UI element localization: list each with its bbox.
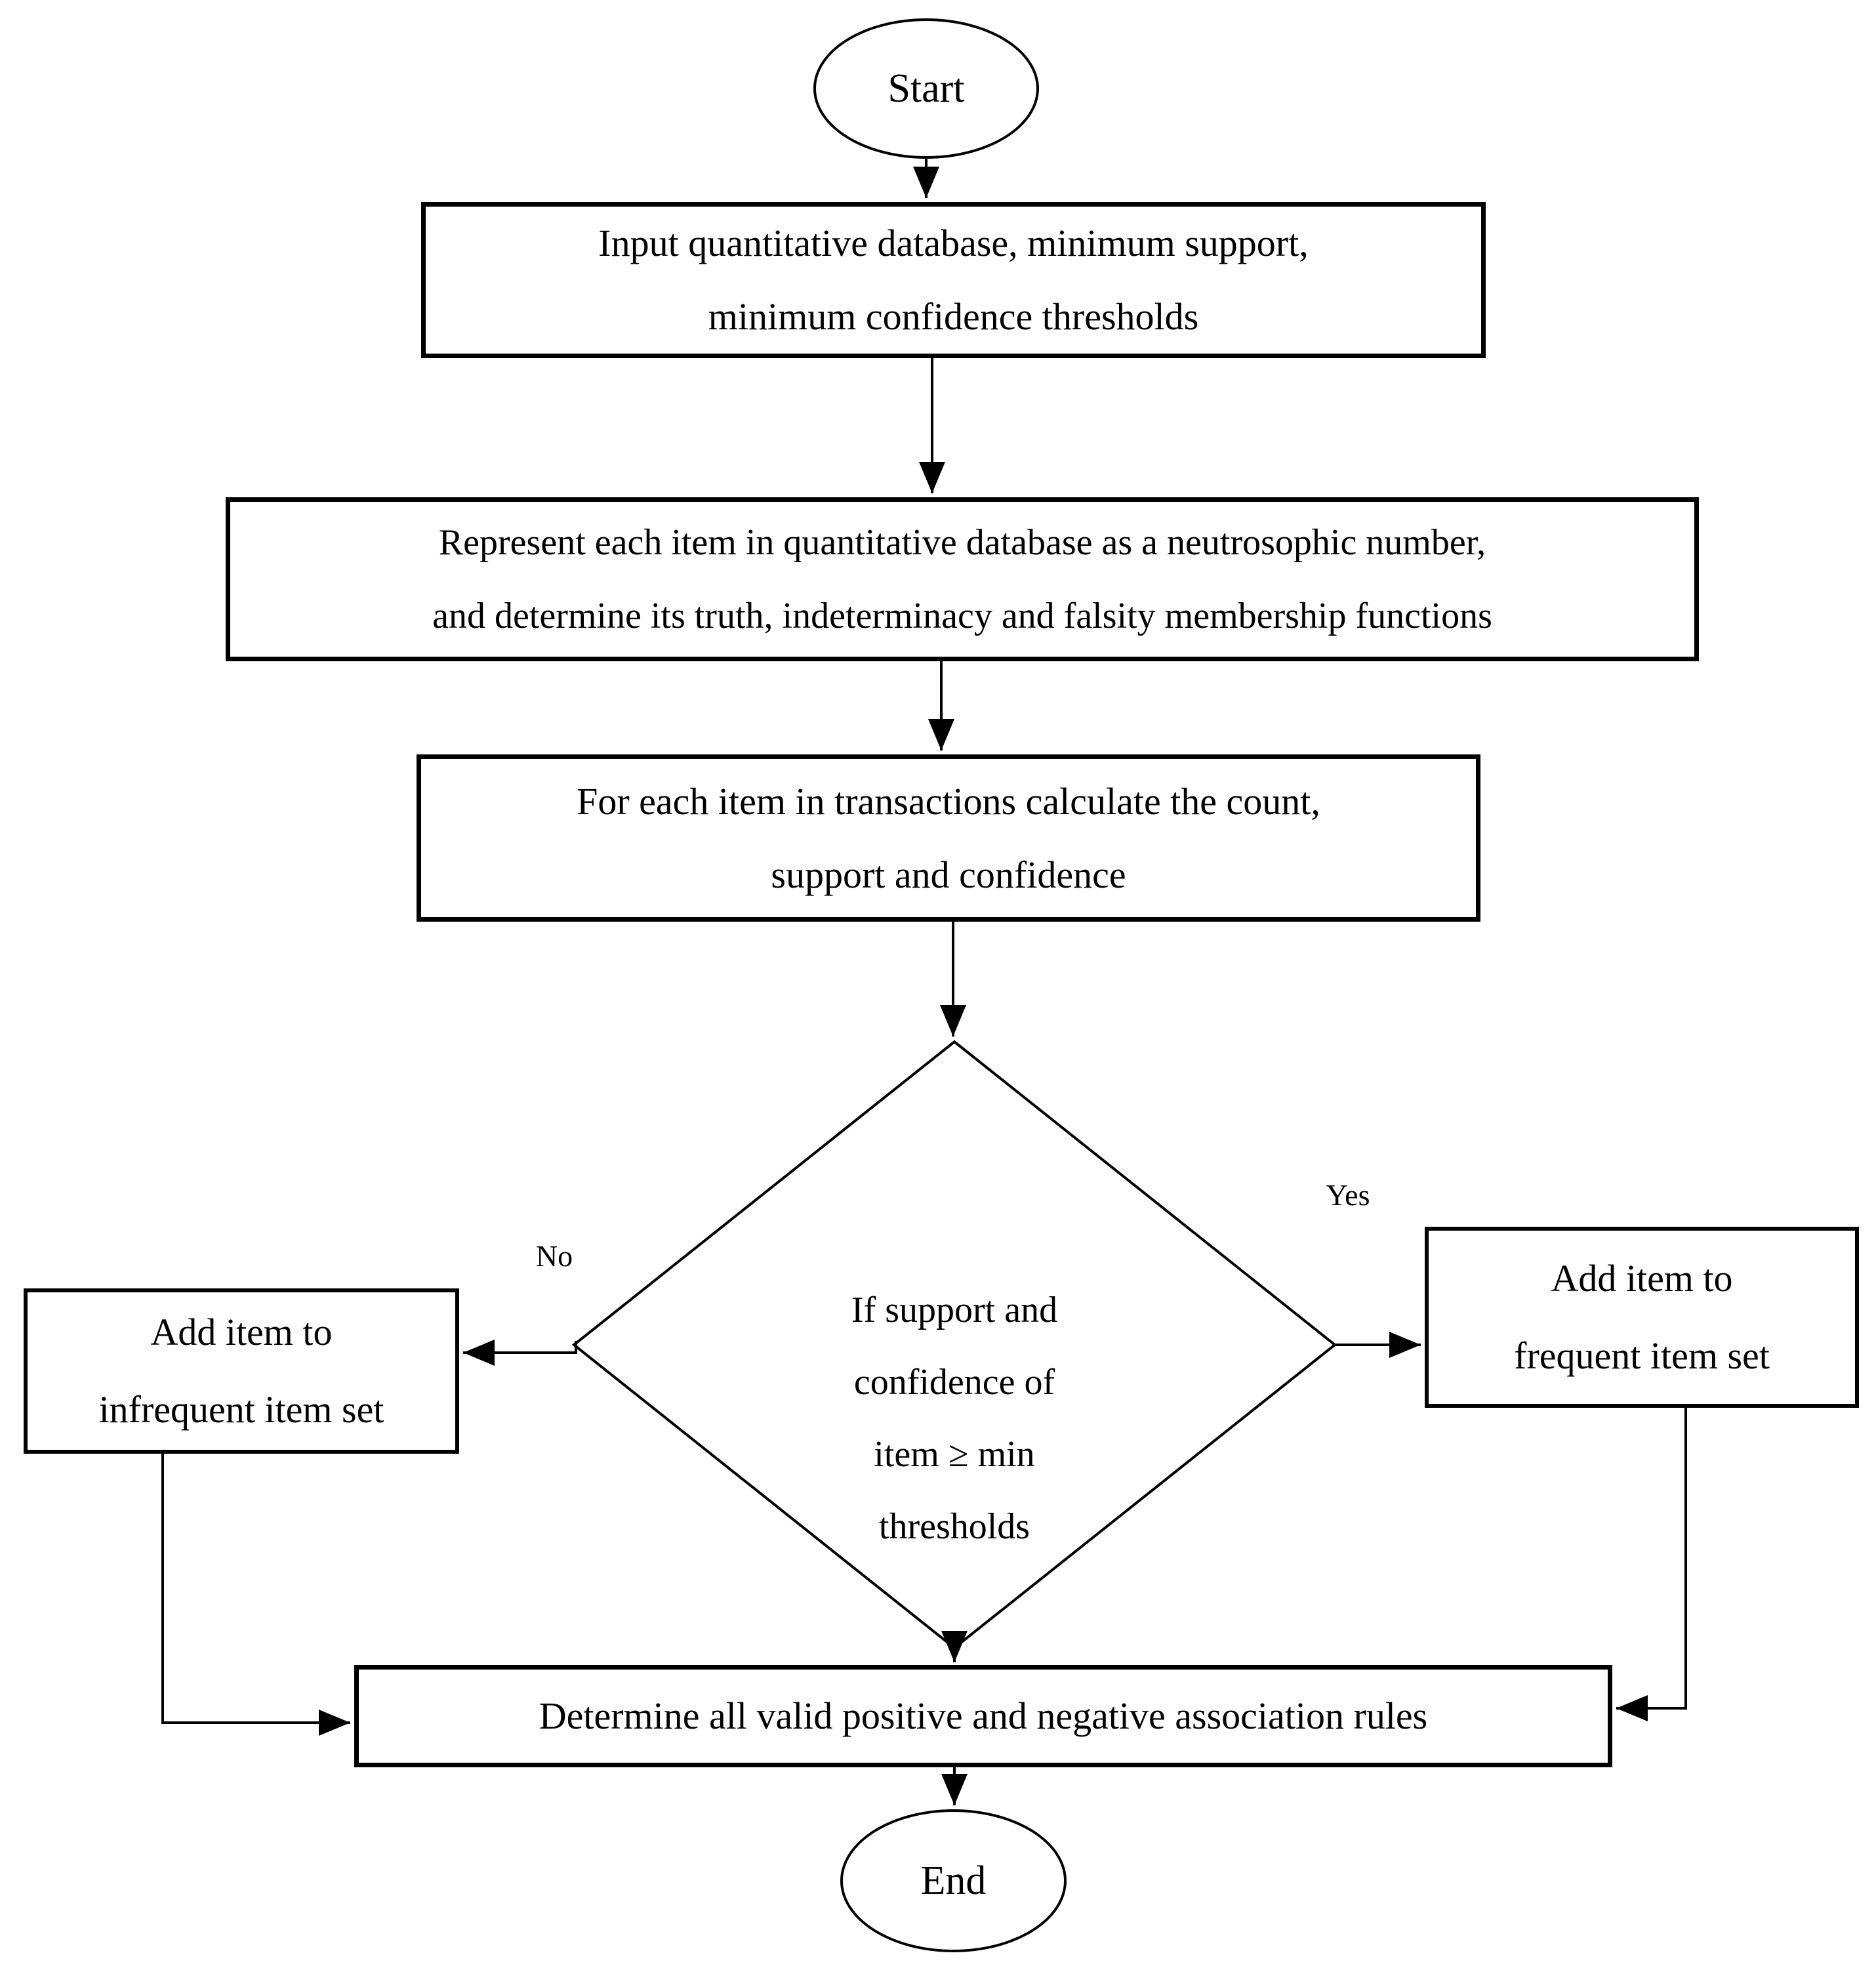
infrequent-box: Add item to infrequent item set <box>24 1288 459 1454</box>
decision-diamond-label: If support and confidence of item ≥ min … <box>851 1290 1058 1547</box>
frequent-label: Add item to frequent item set <box>1514 1257 1770 1377</box>
input-process-box: Input quantitative database, minimum sup… <box>421 202 1486 358</box>
rules-label: Determine all valid positive and negativ… <box>539 1694 1428 1737</box>
start-terminator: Start <box>813 18 1039 159</box>
infrequent-label: Add item to infrequent item set <box>98 1311 384 1431</box>
calculate-process-box: For each item in transactions calculate … <box>417 754 1480 922</box>
edge-decision-no-arrow <box>463 1340 577 1366</box>
end-terminator: End <box>840 1809 1067 1952</box>
represent-label: Represent each item in quantitative data… <box>432 522 1492 636</box>
start-label: Start <box>887 66 965 111</box>
end-label: End <box>920 1858 987 1903</box>
rules-box: Determine all valid positive and negativ… <box>354 1665 1612 1767</box>
calculate-label: For each item in transactions calculate … <box>577 779 1320 896</box>
yes-label: Yes <box>1326 1178 1370 1212</box>
represent-process-box: Represent each item in quantitative data… <box>226 497 1699 661</box>
frequent-box: Add item to frequent item set <box>1425 1227 1859 1408</box>
no-label: No <box>535 1239 573 1273</box>
edge-frequent-to-rules-arrow <box>1616 1408 1687 1721</box>
edge-infrequent-to-rules-arrow <box>161 1454 350 1736</box>
input-label: Input quantitative database, minimum sup… <box>598 222 1309 338</box>
